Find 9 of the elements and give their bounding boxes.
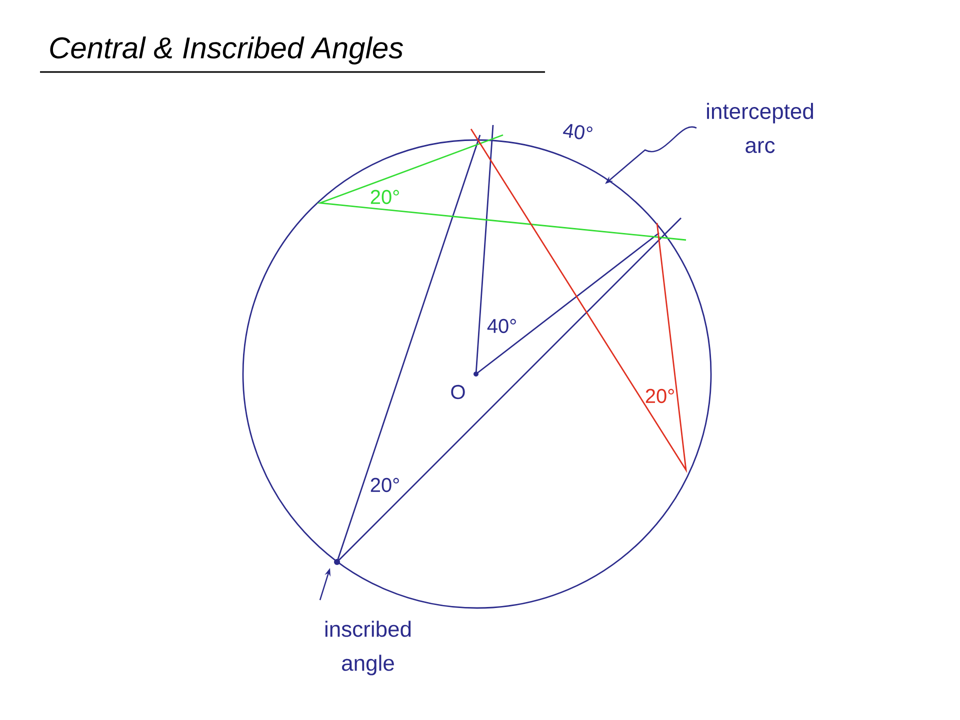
angle-label: 20° — [370, 190, 399, 204]
callout-text: inscribed angle — [325, 620, 411, 676]
angle-label: 20° — [370, 478, 399, 492]
point-label: O — [451, 384, 465, 400]
callout-text: intercepted arc — [707, 102, 813, 154]
angle-label: 20° — [646, 388, 674, 404]
angle-label: 40° — [487, 318, 516, 334]
title: Central & Inscribed Angles — [50, 36, 404, 64]
angle-label: 40° — [562, 124, 592, 140]
